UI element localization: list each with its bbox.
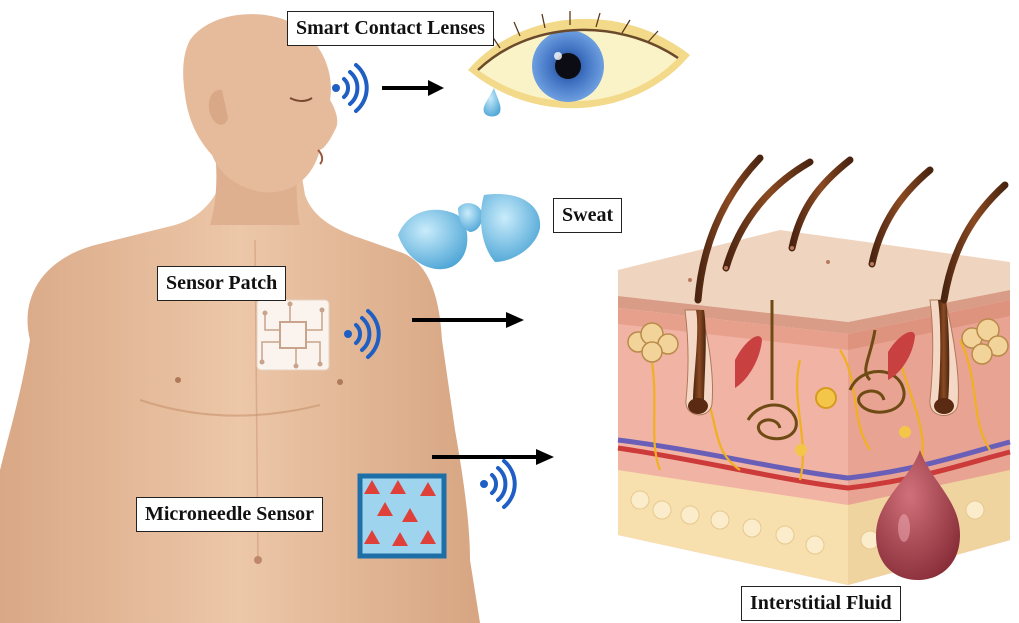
label-smart-contact-lenses: Smart Contact Lenses xyxy=(287,11,494,46)
label-text: Interstitial Fluid xyxy=(750,592,892,614)
arrow-right-icon xyxy=(382,80,444,96)
sweat-drops-icon xyxy=(398,194,540,269)
label-sensor-patch: Sensor Patch xyxy=(157,266,286,301)
circuit-chip-icon xyxy=(257,300,329,370)
label-text: Smart Contact Lenses xyxy=(296,17,485,39)
label-microneedle-sensor: Microneedle Sensor xyxy=(136,497,323,532)
label-sweat: Sweat xyxy=(553,198,622,233)
label-text: Microneedle Sensor xyxy=(145,503,314,525)
eye-illustration xyxy=(468,11,690,117)
wireless-signal-icon xyxy=(332,65,367,111)
label-interstitial-fluid: Interstitial Fluid xyxy=(741,586,901,621)
microneedle-patch xyxy=(360,476,444,556)
label-text: Sweat xyxy=(562,204,613,226)
wireless-signal-icon xyxy=(480,461,515,507)
label-text: Sensor Patch xyxy=(166,272,277,294)
